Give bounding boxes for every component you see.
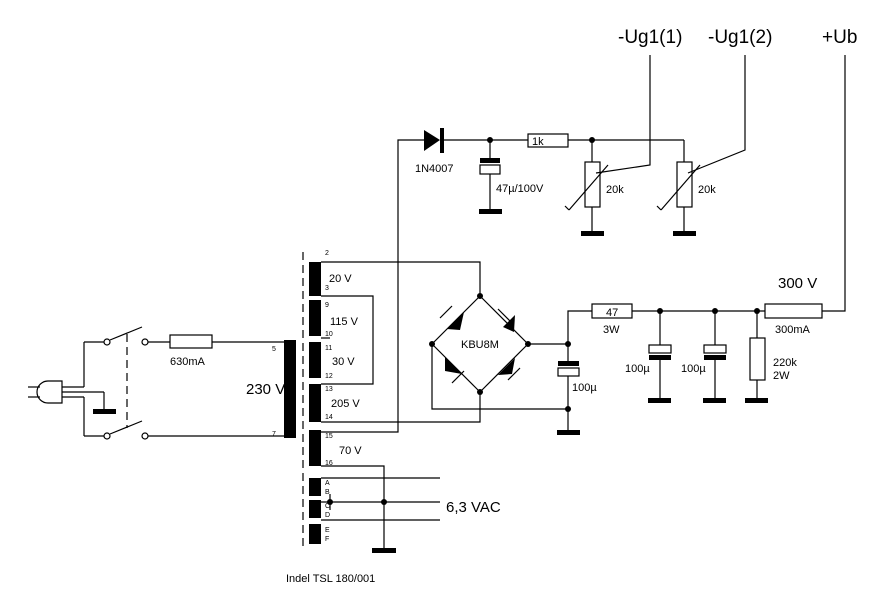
svg-text:C: C [325,503,330,510]
svg-text:B: B [325,489,330,496]
svg-text:F: F [325,536,329,543]
svg-text:300 V: 300 V [778,275,817,292]
svg-text:3W: 3W [603,324,620,336]
svg-text:220k: 220k [773,357,797,369]
filter-capacitor-2: 100µ [625,311,672,403]
svg-text:9: 9 [325,302,329,309]
primary-fuse: 630mA [169,334,213,368]
svg-text:20k: 20k [698,184,716,196]
rail-ug1-2: -Ug1(2) [708,27,772,48]
svg-text:5: 5 [272,346,276,353]
svg-text:7: 7 [272,431,276,438]
bias-capacitor: 47µ/100V [479,140,544,214]
svg-text:20k: 20k [606,184,624,196]
diode-1n4007: 1N4007 [415,128,454,175]
svg-text:15: 15 [325,433,333,440]
svg-text:14: 14 [325,414,333,421]
svg-text:1N4007: 1N4007 [415,163,454,175]
svg-text:70 V: 70 V [339,445,362,457]
svg-text:300mA: 300mA [775,324,811,336]
svg-text:E: E [325,527,330,534]
svg-text:47: 47 [606,307,618,319]
svg-text:20 V: 20 V [329,273,352,285]
svg-text:KBU8M: KBU8M [461,339,499,351]
svg-text:D: D [325,512,330,519]
svg-text:Indel TSL 180/001: Indel TSL 180/001 [286,573,375,585]
svg-text:30 V: 30 V [332,356,355,368]
svg-text:3: 3 [325,285,329,292]
svg-text:16: 16 [325,460,333,467]
rail-ug1-1: -Ug1(1) [618,27,682,48]
svg-text:6,3 VAC: 6,3 VAC [446,499,501,516]
potentiometer-1: 20k [564,140,624,236]
svg-text:10: 10 [325,331,333,338]
bias-resistor-1k: 1k [527,133,569,148]
svg-text:A: A [325,480,330,487]
filter-capacitor-3: 100µ [681,311,727,403]
svg-text:2W: 2W [773,370,790,382]
svg-text:630mA: 630mA [170,356,206,368]
output-fuse: 300mA 300 V [764,275,823,336]
mains-switch [83,326,149,440]
bridge-rectifier: KBU8M [429,293,531,395]
rail-ub: +Ub [822,27,857,48]
svg-text:100µ: 100µ [625,363,650,375]
svg-text:205 V: 205 V [331,398,360,410]
svg-text:1k: 1k [532,136,544,148]
svg-text:115 V: 115 V [330,316,359,328]
main-capacitor: 100µ [557,344,597,435]
potentiometer-2: 20k [656,140,716,236]
svg-text:100µ: 100µ [572,382,597,394]
series-resistor: 47 3W [591,303,633,336]
svg-text:12: 12 [325,373,333,380]
transformer: 5 7 230 V 2 3 20 V 9 10 115 V 11 12 30 V… [246,250,375,585]
svg-text:100µ: 100µ [681,363,706,375]
mains-plug [28,380,116,414]
svg-text:11: 11 [325,345,332,352]
svg-text:230 V: 230 V [246,381,285,398]
heater-output: 6,3 VAC [321,465,501,553]
svg-text:2: 2 [325,250,329,257]
bleeder-resistor: 220k 2W [745,311,797,403]
svg-text:47µ/100V: 47µ/100V [496,183,544,195]
svg-text:13: 13 [325,386,333,393]
